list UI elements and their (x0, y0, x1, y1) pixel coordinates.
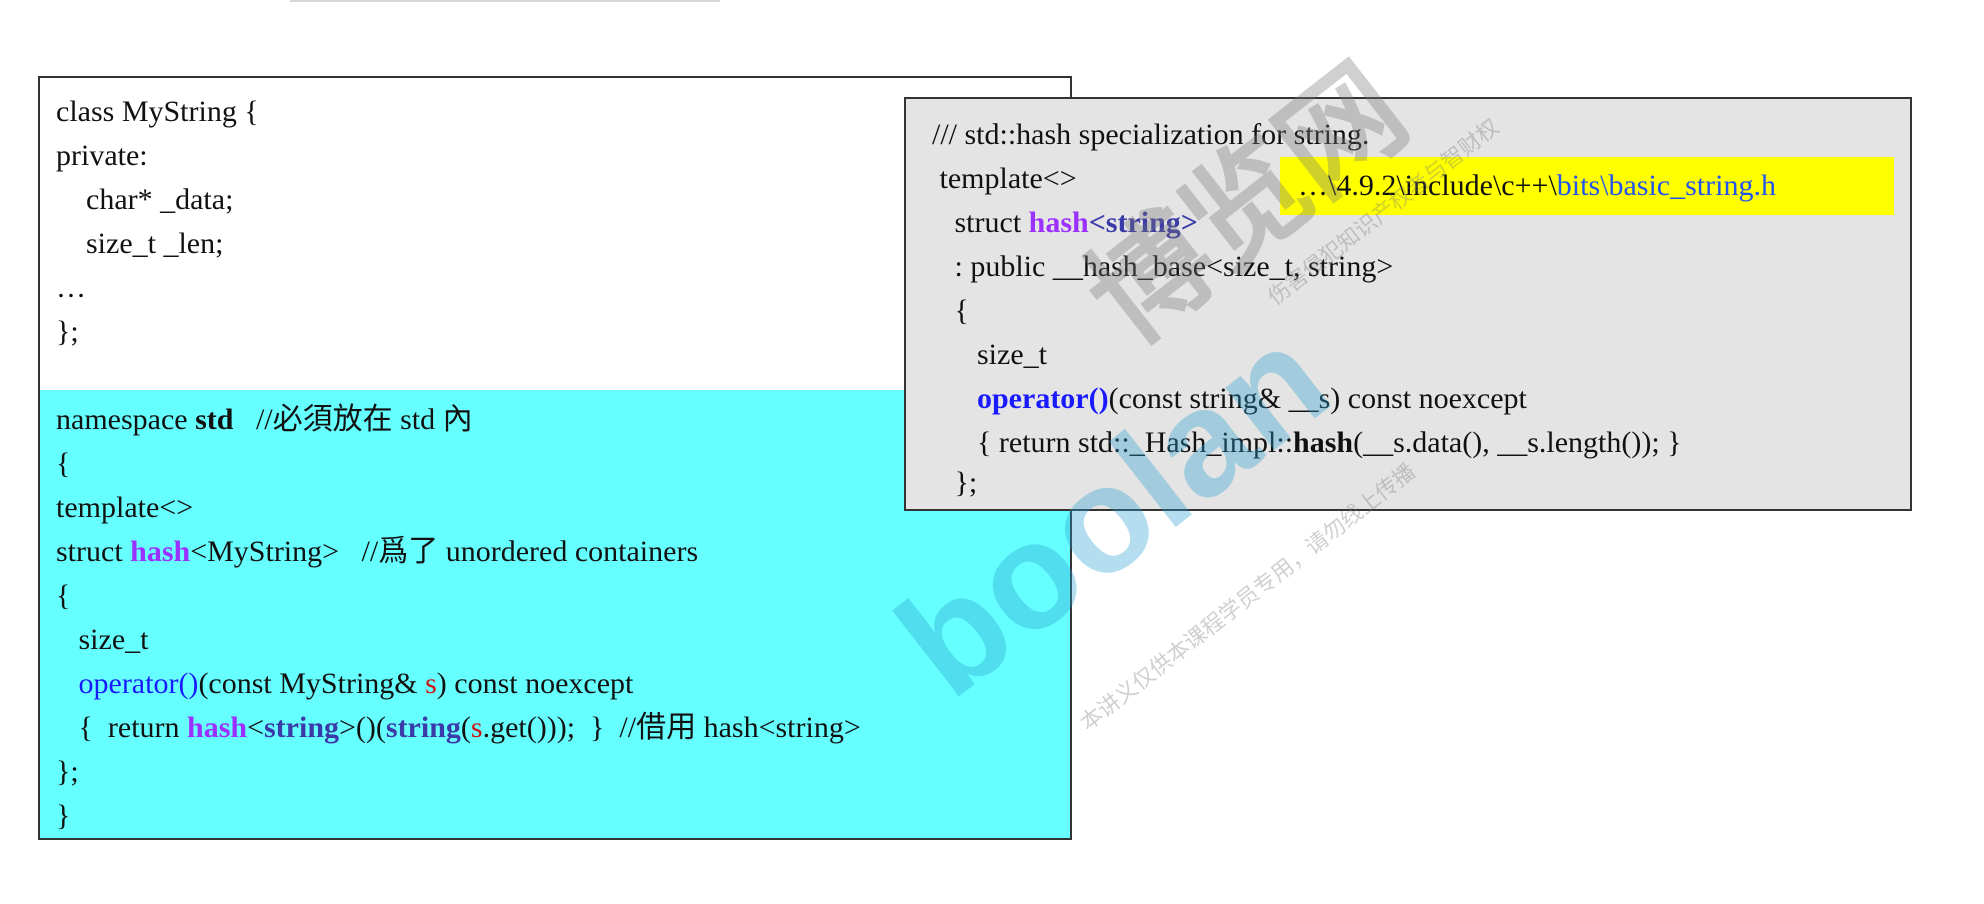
mystring-code-panel: class MyString { private: char* _data; s… (38, 76, 1072, 840)
path-prefix: …\4.9.2\include\c++\ (1298, 169, 1557, 202)
code-line: }; (56, 755, 79, 788)
code-line: { return hash<string>()(string(s.get()))… (56, 711, 861, 744)
code-line: operator()(const MyString& s) const noex… (56, 667, 634, 700)
code-line: size_t (932, 338, 1047, 371)
code-line: template<> (932, 162, 1077, 195)
hash-specialization-highlight (40, 390, 1070, 838)
code-line: { return std::_Hash_impl::hash(__s.data(… (932, 426, 1682, 459)
code-line: /// std::hash specialization for string. (932, 118, 1370, 151)
code-line: size_t (56, 623, 149, 656)
code-line: }; (932, 466, 978, 499)
code-line: operator()(const string& __s) const noex… (932, 382, 1527, 415)
code-line: { (932, 294, 969, 327)
code-line: }; (56, 315, 79, 348)
code-line: { (56, 579, 71, 612)
code-line: struct hash<string> (932, 206, 1198, 239)
code-line: … (56, 271, 86, 304)
code-line: template<> (56, 491, 194, 524)
top-divider (290, 0, 720, 2)
code-line: class MyString { (56, 95, 259, 128)
code-line: : public __hash_base<size_t, string> (932, 250, 1394, 283)
code-line: } (56, 799, 71, 832)
code-line: private: (56, 139, 148, 172)
path-file-link[interactable]: bits\basic_string.h (1556, 169, 1776, 202)
code-line: namespace std //必須放在 std 內 (56, 403, 473, 436)
source-path-note: …\4.9.2\include\c++\bits\basic_string.h (1280, 157, 1894, 215)
code-line: char* _data; (56, 183, 234, 216)
code-line: size_t _len; (56, 227, 224, 260)
code-line: { (56, 447, 71, 480)
code-line: struct hash<MyString> //爲了 unordered con… (56, 535, 699, 568)
